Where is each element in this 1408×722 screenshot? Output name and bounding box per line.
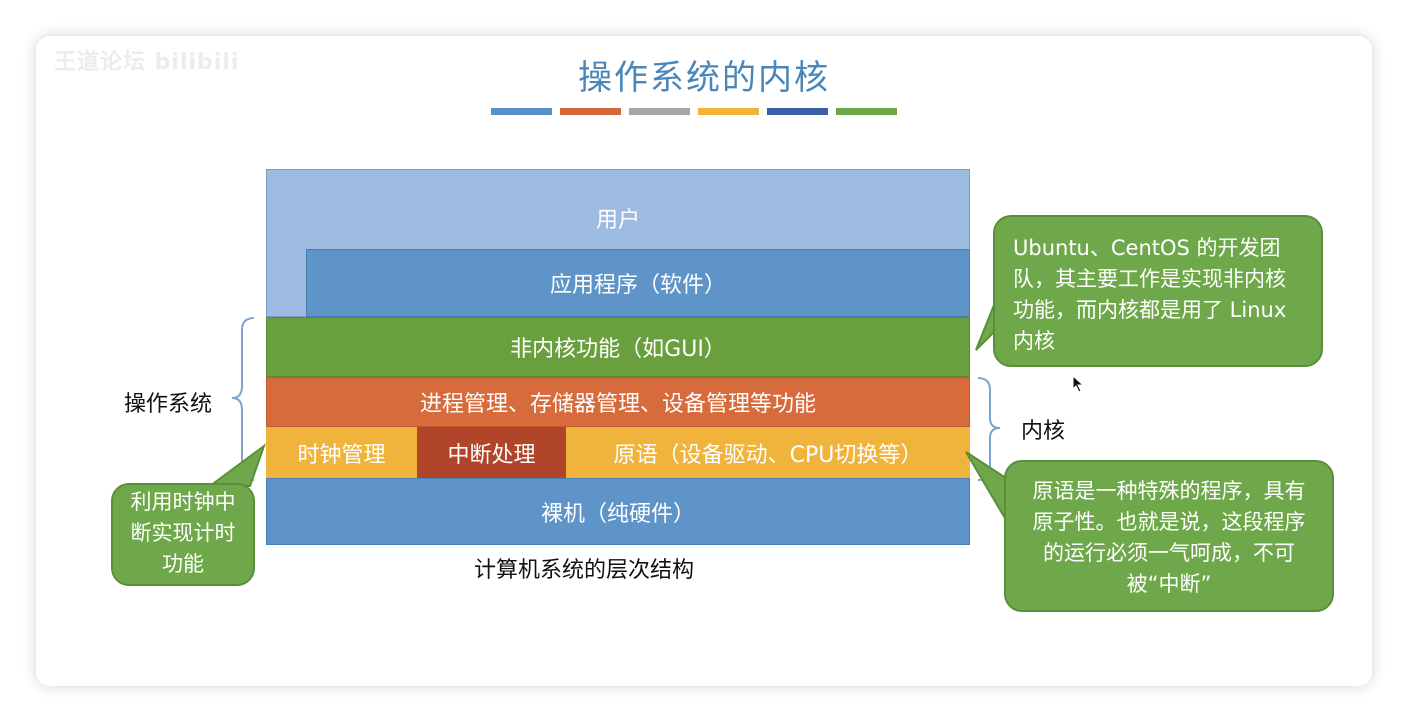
kernel-label: 内核 xyxy=(1021,419,1066,444)
layer-interrupt-handling: 中断处理 xyxy=(417,427,566,478)
layer-non-kernel: 非内核功能（如GUI） xyxy=(266,317,970,377)
accent-bars xyxy=(491,108,897,115)
layer-primitive: 原语（设备驱动、CPU切换等） xyxy=(566,427,970,478)
diagram-caption: 计算机系统的层次结构 xyxy=(474,558,695,583)
layer-process-management: 进程管理、存储器管理、设备管理等功能 xyxy=(266,377,970,427)
layer-bare-machine: 裸机（纯硬件） xyxy=(266,478,970,545)
callout-primitive: 原语是一种特殊的程序，具有原子性。也就是说，这段程序的运行必须一气呵成，不可被“… xyxy=(1004,460,1334,612)
layer-clock-management: 时钟管理 xyxy=(266,427,417,478)
watermark: 王道论坛 bilibili xyxy=(54,50,240,75)
accent-bar xyxy=(767,108,828,115)
callout-clock-interrupt: 利用时钟中断实现计时功能 xyxy=(111,483,255,586)
mouse-cursor-icon xyxy=(1072,375,1085,393)
callout-ubuntu: Ubuntu、CentOS 的开发团队，其主要工作是实现非内核功能，而内核都是用… xyxy=(993,215,1323,367)
accent-bar xyxy=(629,108,690,115)
accent-bar xyxy=(836,108,897,115)
accent-bar xyxy=(560,108,621,115)
os-label: 操作系统 xyxy=(124,392,213,417)
callout-pointer-clock xyxy=(206,443,267,487)
page-title: 操作系统的内核 xyxy=(578,58,830,98)
layer-application: 应用程序（软件） xyxy=(306,249,970,317)
accent-bar xyxy=(491,108,552,115)
callout-pointer-primitive xyxy=(965,451,1007,524)
accent-bar xyxy=(698,108,759,115)
